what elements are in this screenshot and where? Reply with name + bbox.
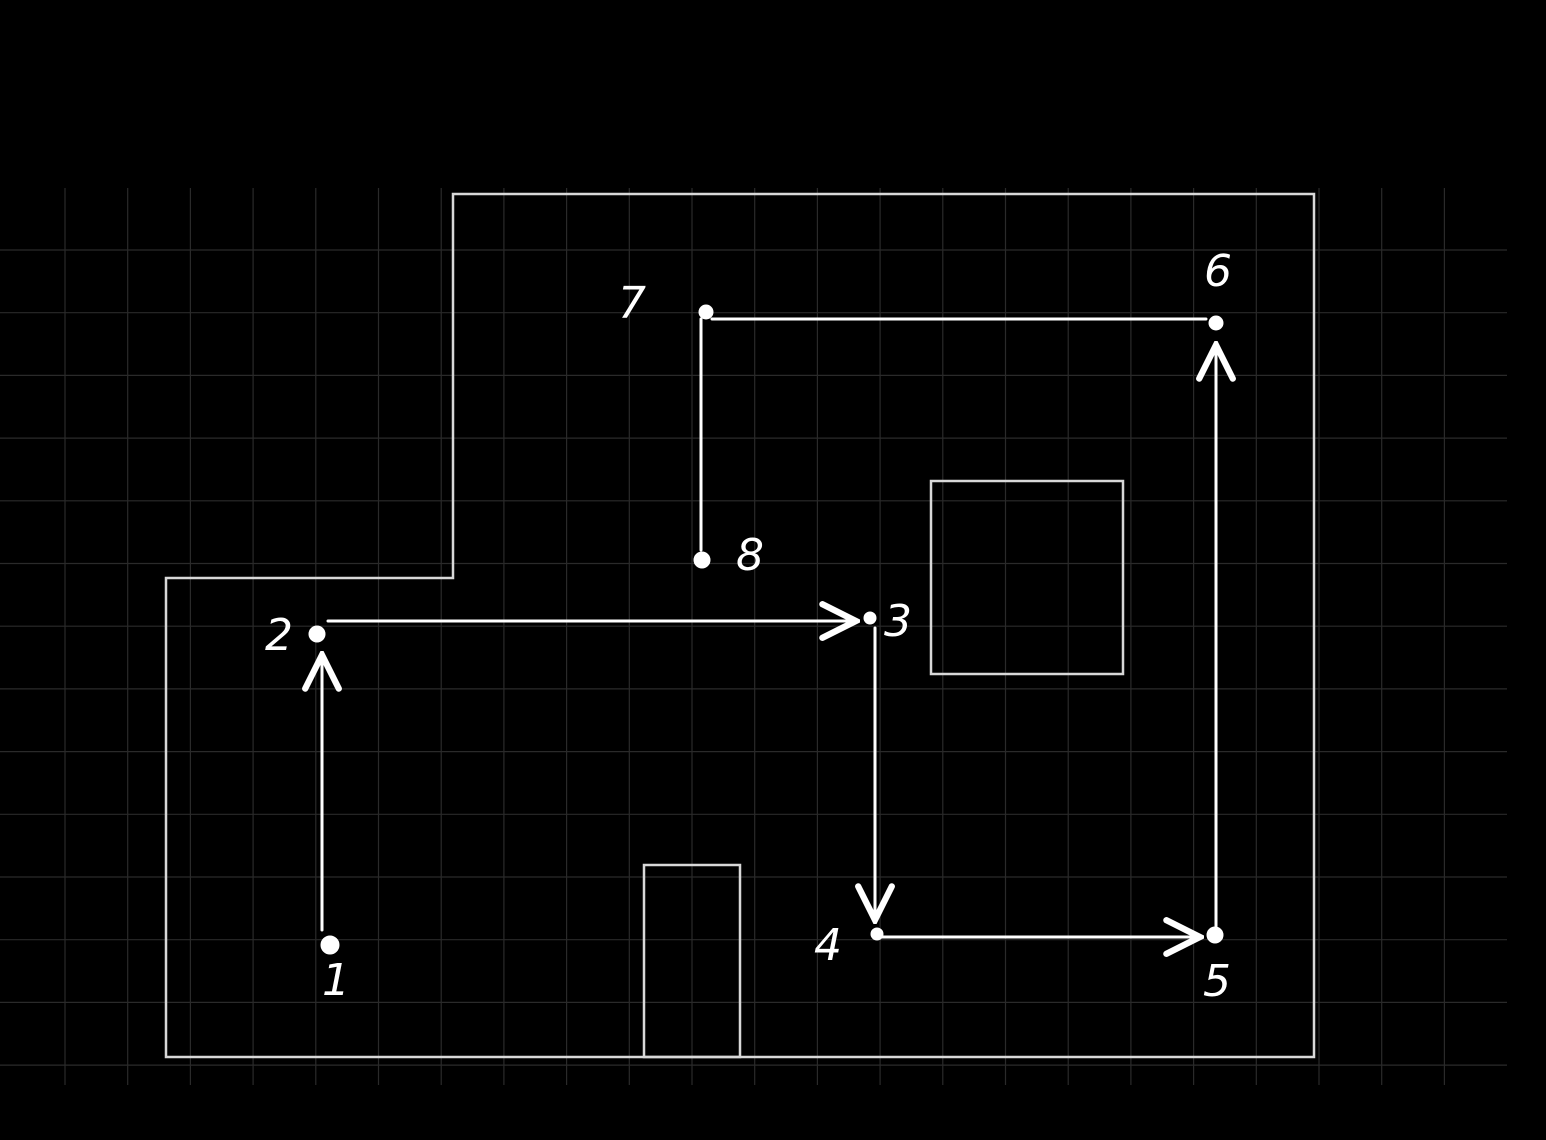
waypoint-3-marker	[863, 611, 877, 625]
waypoint-8-marker	[693, 551, 711, 569]
waypoint-6-label: 6	[1204, 246, 1232, 297]
route-path	[322, 317, 1216, 937]
waypoint-4-marker	[870, 927, 884, 941]
waypoint-3-label: 3	[884, 596, 912, 647]
waypoint-7-label: 7	[618, 278, 646, 329]
waypoint-1-label: 1	[322, 955, 350, 1006]
waypoints: 1 2 3 4 5 6 7 8	[265, 246, 1232, 1007]
doorway	[642, 863, 742, 1059]
background-grid	[0, 188, 1507, 1085]
waypoint-8-label: 8	[736, 530, 764, 581]
outer-wall	[164, 192, 1316, 1059]
waypoint-4-label: 4	[814, 920, 842, 971]
waypoint-2-label: 2	[265, 610, 293, 661]
waypoint-5-marker	[1206, 926, 1224, 944]
waypoint-1-marker	[320, 935, 340, 955]
waypoint-7-marker	[698, 304, 714, 320]
room-walls	[164, 192, 1316, 1059]
obstacle-box	[929, 479, 1125, 676]
waypoint-6-marker	[1208, 315, 1224, 331]
waypoint-5-label: 5	[1203, 956, 1231, 1007]
waypoint-2-marker	[308, 625, 326, 643]
